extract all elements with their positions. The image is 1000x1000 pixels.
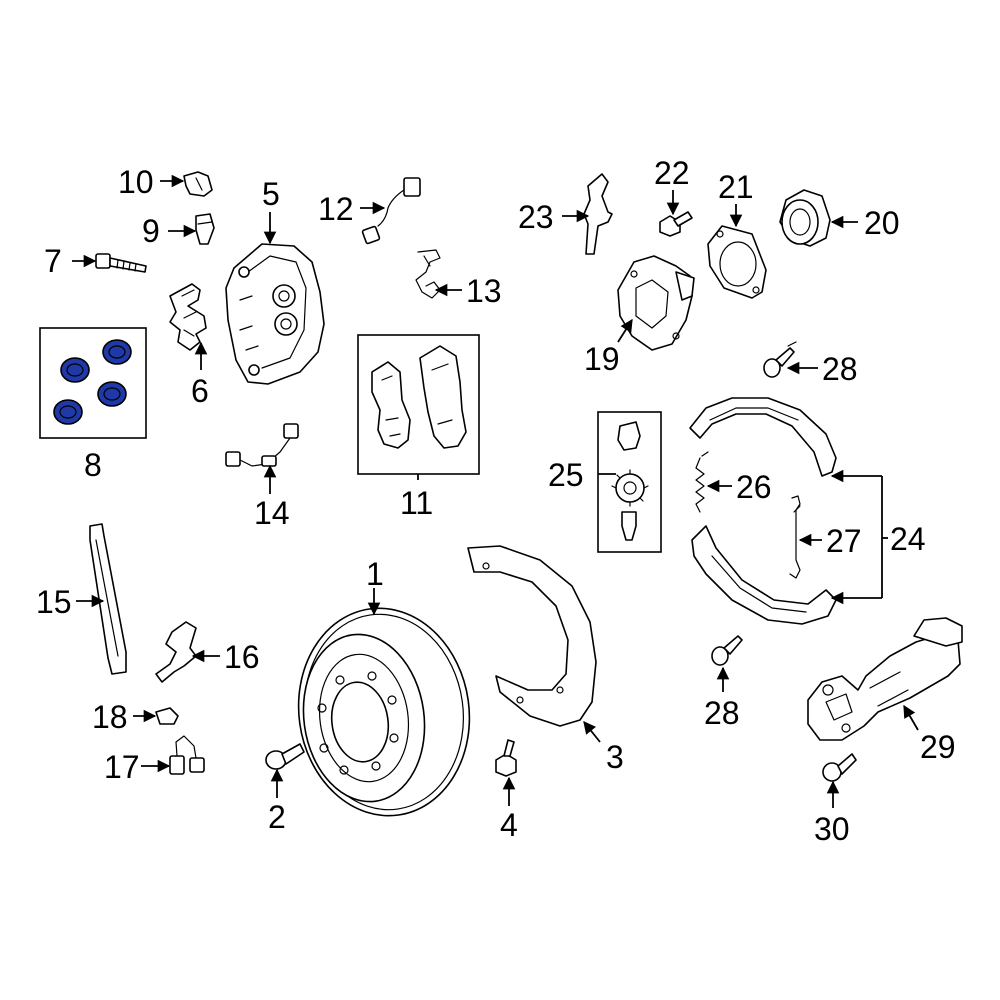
callout-28-top: 28 <box>822 351 858 387</box>
part-29-actuator <box>807 617 963 741</box>
callout-21: 21 <box>718 169 754 205</box>
part-2-bolt <box>265 743 305 770</box>
part-4-bolt <box>495 739 517 777</box>
part-25-adjuster-kit-box <box>597 411 662 553</box>
part-6-bracket <box>169 283 207 351</box>
callout-11: 11 <box>400 485 433 521</box>
part-8-seal-kit-box <box>39 327 147 439</box>
callout-16: 16 <box>224 639 260 675</box>
callout-6: 6 <box>191 373 209 409</box>
callout-24: 24 <box>890 521 926 557</box>
callout-28-lower: 28 <box>704 695 740 731</box>
callout-17: 17 <box>104 749 140 785</box>
callout-1: 1 <box>366 556 384 592</box>
callout-14: 14 <box>254 495 290 531</box>
part-3-dust-shield <box>467 545 597 727</box>
part-11-pads <box>371 345 467 449</box>
callout-13: 13 <box>466 273 502 309</box>
callout-7: 7 <box>44 243 62 279</box>
callout-29: 29 <box>920 729 956 765</box>
callout-4: 4 <box>500 807 518 843</box>
part-10-clip <box>183 171 213 197</box>
callout-18: 18 <box>92 699 128 735</box>
callout-25: 25 <box>548 457 584 493</box>
part-26-spring <box>695 451 709 513</box>
part-30-bolt <box>822 753 857 782</box>
callout-22: 22 <box>654 155 690 191</box>
part-27-spring <box>789 495 801 579</box>
part-5-caliper <box>225 243 325 385</box>
part-24-shoe-upper <box>689 397 837 477</box>
callout-15: 15 <box>36 584 72 620</box>
part-21-plate <box>707 225 767 299</box>
seal-3 <box>97 381 127 407</box>
callout-5: 5 <box>262 176 280 212</box>
part-20-bearing <box>779 189 831 247</box>
callout-8: 8 <box>84 447 102 483</box>
callout-20: 20 <box>864 205 900 241</box>
part-23-bracket <box>583 173 613 255</box>
callout-2: 2 <box>268 799 286 835</box>
part-22-bolt <box>659 211 693 237</box>
seal-1 <box>60 357 90 383</box>
part-28-lower-pin <box>711 635 743 666</box>
part-16-clip <box>155 621 197 683</box>
callout-19: 19 <box>584 341 620 377</box>
part-25-adjuster <box>611 421 649 541</box>
seal-4 <box>53 399 83 425</box>
callout-27: 27 <box>826 523 862 559</box>
part-15-guide-pin <box>89 523 127 675</box>
part-7-bolt <box>95 253 147 273</box>
callout-23: 23 <box>518 199 554 235</box>
part-9-bleeder <box>195 213 215 245</box>
part-1-rotor <box>297 607 471 817</box>
part-17-sensor <box>169 735 205 775</box>
callout-12: 12 <box>318 191 354 227</box>
seal-2 <box>102 339 132 365</box>
callout-3: 3 <box>606 739 624 775</box>
part-18-clip <box>155 707 179 725</box>
part-19-hub <box>617 255 695 351</box>
callout-10: 10 <box>118 164 154 200</box>
callout-labels: 10 9 7 6 8 5 12 13 14 11 15 16 18 17 2 1… <box>36 155 956 847</box>
callout-26: 26 <box>736 469 772 505</box>
callout-30: 30 <box>814 811 850 847</box>
part-14-wear-sensor <box>225 423 299 467</box>
callout-9: 9 <box>142 213 160 249</box>
part-8-seals <box>53 339 132 425</box>
leader-lines <box>72 174 919 808</box>
part-28-top-pin <box>763 341 797 378</box>
part-12-wear-sensor <box>361 177 421 245</box>
